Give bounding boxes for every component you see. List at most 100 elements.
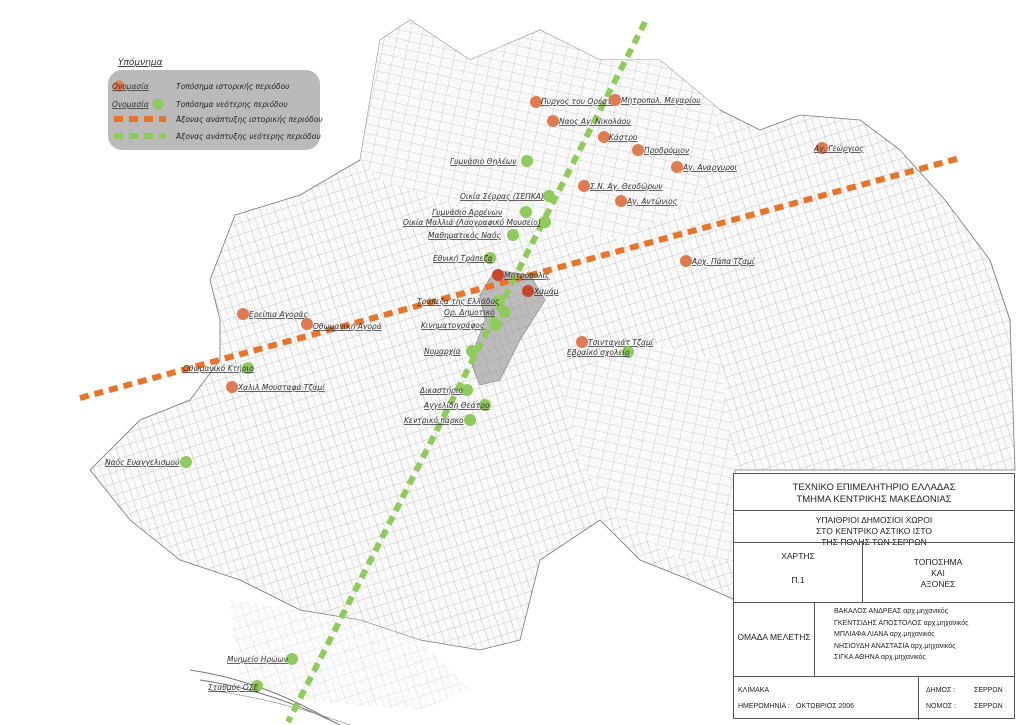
legend-historic-text: Τοπόσημα ιστορικής περιόδου xyxy=(176,82,290,91)
legend-title: Υπόμνημα xyxy=(118,57,163,68)
landmark-dot xyxy=(466,345,478,357)
landmark-dot xyxy=(816,142,828,154)
landmark-label: Νομαρχία xyxy=(424,347,461,356)
landmark-dot xyxy=(492,269,504,281)
landmark-dot xyxy=(671,161,683,173)
theme-line-1: ΤΟΠΟΣΗΜΑ xyxy=(913,557,963,567)
legend-modern-text: Τοπόσημα νεότερης περιόδου xyxy=(176,100,288,109)
modern-axis-line xyxy=(285,20,648,724)
landmark-label: Γυμνάσιο Αρρένων xyxy=(432,208,502,217)
meta-row: ΚΛΙΜΑΚΑ ΗΜΕΡΟΜΗΝΙΑ : ΟΚΤΩΒΡΙΟΣ 2006 ΔΗΜΟ… xyxy=(734,676,1014,720)
landmark-dot xyxy=(609,94,621,106)
landmark-label: Σταθμός ΟΣΕ xyxy=(208,683,259,692)
landmark-label: Δικαστήριο xyxy=(419,386,463,395)
map-label: ΧΑΡΤΗΣ xyxy=(781,551,815,561)
landmark-label: Κεντρικό πάρκο xyxy=(404,416,464,425)
prefecture-label: ΝΟΜΟΣ : xyxy=(926,703,956,710)
date-label: ΗΜΕΡΟΜΗΝΙΑ : xyxy=(738,703,790,710)
landmark-label: Εβραϊκό σχολείο xyxy=(567,348,630,357)
landmark-dot xyxy=(598,131,610,143)
legend-historic-swatch-label: Ονομασία xyxy=(112,82,149,91)
landmark-label: Μητροπολ. Μεγαρίου xyxy=(621,96,701,105)
landmark-dot xyxy=(578,180,590,192)
landmark-label: Οικία Σέρρας (ΣΕΠΚΑ) xyxy=(460,192,544,201)
landmark-dot xyxy=(180,456,192,468)
landmark-label: Ναος Αγ. Νικολάου xyxy=(559,117,631,126)
date-value: ΟΚΤΩΒΡΙΟΣ 2006 xyxy=(796,703,855,710)
project-line-1: ΥΠΑΙΘΡΙΟΙ ΔΗΜΟΣΙΟΙ ΧΩΡΟΙ xyxy=(815,515,933,525)
prefecture-value: ΣΕΡΡΩΝ xyxy=(974,703,1003,710)
landmark-dot xyxy=(484,252,496,264)
team-member: ΓΚΕΝΤΣΙΔΗΣ ΑΠΟΣΤΟΛΟΣ αρχ.μηχανικός xyxy=(834,619,969,627)
legend: Υπόμνημα Ονομασία Τοπόσημα ιστορικής περ… xyxy=(108,57,323,150)
theme-line-2: ΚΑΙ xyxy=(931,568,945,578)
landmark-dot xyxy=(251,680,263,692)
project-line-2: ΣΤΟ ΚΕΝΤΡΙΚΟ ΑΣΤΙΚΟ ΙΣΤΟ xyxy=(815,526,932,536)
landmark-dot xyxy=(464,414,476,426)
team-member: ΣΙΓΚΑ ΑΘΗΝΑ αρχ.μηχανικός xyxy=(834,654,926,661)
landmark-label: Κάστρο xyxy=(609,133,638,142)
municipality-value: ΣΕΡΡΩΝ xyxy=(974,687,1003,694)
landmark-label: Μητρόπολις xyxy=(504,271,550,280)
historic-axis-line xyxy=(79,155,961,401)
landmark-dot xyxy=(530,96,542,108)
landmark-label: Προδρόμιον xyxy=(644,146,689,155)
landmark-dot xyxy=(680,255,692,267)
landmark-label: Μνημείο Ηρώων xyxy=(227,655,288,664)
landmark-label: Αγ. Αντώνιος xyxy=(626,197,678,206)
landmark-label: Μαθηματικός Ναός xyxy=(428,231,501,240)
landmark-label: Κινηματογράφος xyxy=(421,321,485,330)
legend-modern-axis-text: Άξονας ανάπτυξης νεότερης περιόδου xyxy=(175,132,321,141)
legend-modern-dot xyxy=(152,98,164,110)
landmark-label: Αγ. Αναργυροι xyxy=(682,163,737,172)
org-line-1: ΤΕΧΝΙΚΟ ΕΠΙΜΕΛΗΤΗΡΙΟ ΕΛΛΑΔΑΣ xyxy=(792,482,956,493)
theme-line-3: ΑΞΟΝΕΣ xyxy=(920,579,956,589)
landmark-label: Οθωμανική Αγορά xyxy=(313,322,382,331)
team-row: ΟΜΑΔΑ ΜΕΛΕΤΗΣ ΒΑΚΑΛΟΣ ΑΝΔΡΕΑΣ αρχ.μηχανι… xyxy=(734,602,1014,676)
landmark-dot xyxy=(522,285,534,297)
landmark-label: Σ.Ν. Αγ. Θεοδώρων xyxy=(590,182,662,191)
modern-landmarks: Γυμνάσιο Θηλέων Οικία Σέρρας (ΣΕΠΚΑ) Γυμ… xyxy=(105,155,634,692)
landmark-label: Αγ. Γεώργιος xyxy=(813,144,864,153)
historic-core-area xyxy=(469,269,546,386)
landmark-dot xyxy=(547,115,559,127)
legend-historic-dot xyxy=(113,80,125,92)
legend-modern-swatch-label: Ονομασία xyxy=(112,100,149,109)
landmark-label: Οθωμανικό Κτήριο xyxy=(183,364,254,373)
landmark-dot xyxy=(493,295,505,307)
landmark-label: Εθνική Τράπεζα xyxy=(433,254,493,263)
landmark-label: Τσινταγιάτ Τζαμί xyxy=(588,338,655,347)
landmark-dot xyxy=(226,381,238,393)
map-row: ΧΑΡΤΗΣ Π.1 ΤΟΠΟΣΗΜΑ ΚΑΙ ΑΞΟΝΕΣ xyxy=(734,542,1014,602)
landmark-dot xyxy=(499,306,511,318)
landmark-dot xyxy=(237,308,249,320)
landmark-label: Ναός Ευαγγελισμού xyxy=(105,458,180,467)
landmark-label: Τράπεζα της Ελλάδος xyxy=(417,297,500,306)
landmark-label: Οικία Μαλλιά (Λαογραφικό Μουσείο) xyxy=(403,218,541,227)
team-list: ΒΑΚΑΛΟΣ ΑΝΔΡΕΑΣ αρχ.μηχανικός ΓΚΕΝΤΣΙΔΗΣ… xyxy=(834,606,968,664)
map-number: Π.1 xyxy=(791,575,805,585)
landmark-dot xyxy=(242,362,254,374)
landmark-dot xyxy=(479,399,491,411)
landmark-dot xyxy=(286,653,298,665)
team-member: ΝΗΣΙΟΥΔΗ ΑΝΑΣΤΑΣΙΑ αρχ.μηχανικός xyxy=(834,642,956,650)
municipality-label: ΔΗΜΟΣ : xyxy=(926,687,956,694)
landmark-label: Ερείπια Αγοράς xyxy=(249,310,308,319)
team-member: ΜΠΛΙΑΦΑ ΛΙΑΝΑ αρχ.μηχανικός xyxy=(834,631,935,638)
landmark-dot xyxy=(490,319,502,331)
landmark-label: Γυμνάσιο Θηλέων xyxy=(450,157,516,166)
landmark-dot xyxy=(632,144,644,156)
landmark-label: Αγγελίδη Θεάτρο xyxy=(423,401,490,410)
urban-fabric xyxy=(89,19,1016,725)
landmark-dot xyxy=(615,195,627,207)
landmark-dot xyxy=(461,384,473,396)
scale-label: ΚΛΙΜΑΚΑ xyxy=(738,687,770,694)
landmark-dot xyxy=(507,229,519,241)
title-block: ΤΕΧΝΙΚΟ ΕΠΙΜΕΛΗΤΗΡΙΟ ΕΛΛΑΔΑΣ ΤΜΗΜΑ ΚΕΝΤΡ… xyxy=(733,473,1015,720)
landmark-label: Χαλιλ Μουσταφά Τζαμί xyxy=(237,383,326,392)
team-label: ΟΜΑΔΑ ΜΕΛΕΤΗΣ xyxy=(737,632,811,642)
landmark-dot xyxy=(539,216,551,228)
historic-landmarks: Πυργος του Ορέστη Ναος Αγ. Νικολάου Κάστ… xyxy=(226,94,864,393)
landmark-dot xyxy=(622,346,634,358)
